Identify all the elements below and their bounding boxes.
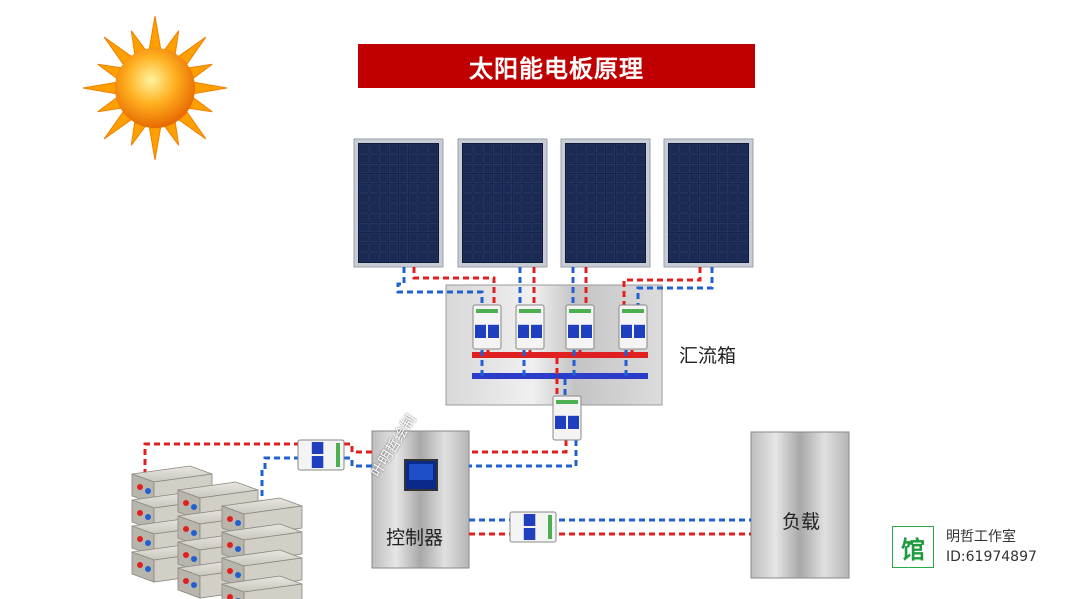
negative-wire bbox=[396, 267, 484, 312]
solar-panel bbox=[663, 138, 754, 268]
circuit-breaker bbox=[297, 439, 345, 471]
solar-panel bbox=[560, 138, 651, 268]
controller-label: 控制器 bbox=[386, 527, 444, 549]
circuit-breaker bbox=[509, 511, 557, 543]
negative-busbar bbox=[472, 373, 648, 379]
solar-panel bbox=[457, 138, 548, 268]
positive-wire bbox=[412, 267, 496, 312]
circuit-breaker bbox=[552, 395, 582, 441]
circuit-breaker bbox=[472, 304, 502, 350]
solar-panels bbox=[353, 138, 754, 268]
breakers bbox=[297, 304, 648, 543]
studio-id: ID:61974897 bbox=[946, 549, 1037, 565]
studio-logo-icon: 馆 bbox=[892, 526, 934, 568]
negative-wire bbox=[260, 456, 372, 515]
circuit-breaker bbox=[618, 304, 648, 350]
page-title: 太阳能电板原理 bbox=[358, 44, 755, 88]
positive-wire bbox=[622, 267, 702, 312]
load-label: 负载 bbox=[782, 511, 821, 533]
negative-wire bbox=[469, 440, 578, 468]
load-box bbox=[750, 431, 850, 579]
sun-icon bbox=[82, 15, 228, 160]
positive-wire bbox=[143, 442, 372, 478]
wires bbox=[143, 267, 751, 536]
combiner-box-label: 汇流箱 bbox=[679, 345, 737, 367]
circuit-breaker bbox=[565, 304, 595, 350]
studio-watermark: 馆 明哲工作室 ID:61974897 bbox=[892, 526, 1037, 568]
negative-wire bbox=[636, 267, 714, 312]
battery-bank bbox=[131, 465, 303, 599]
controller-box bbox=[371, 430, 470, 569]
circuit-breaker bbox=[515, 304, 545, 350]
positive-busbar bbox=[472, 352, 648, 358]
studio-name: 明哲工作室 bbox=[946, 529, 1016, 545]
battery-cell bbox=[221, 575, 303, 599]
positive-wire bbox=[469, 440, 568, 454]
solar-panel bbox=[353, 138, 444, 268]
